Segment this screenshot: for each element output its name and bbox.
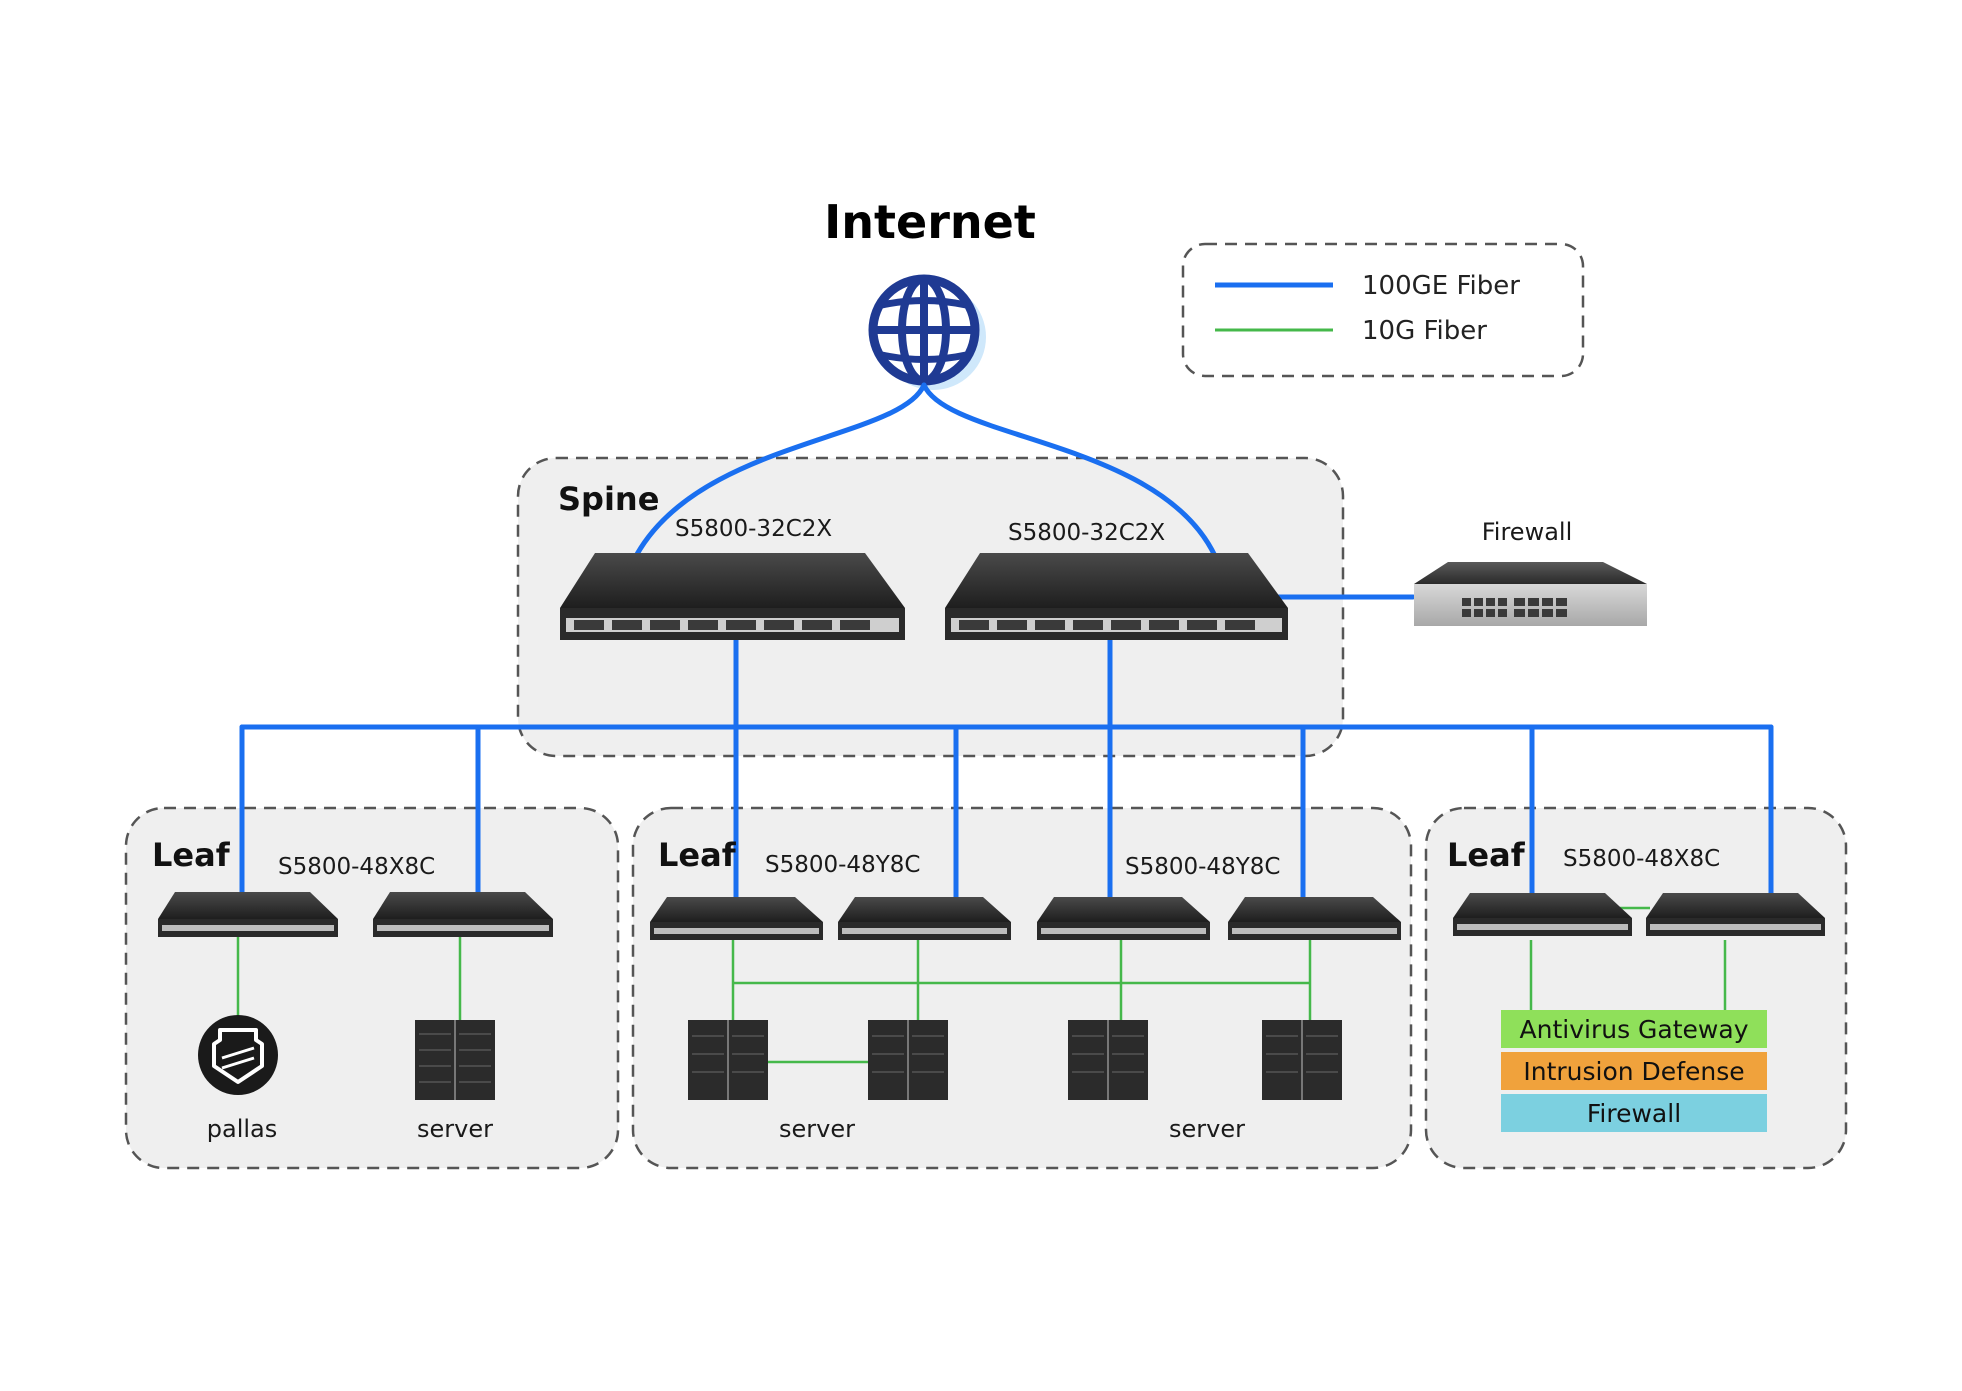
legend-10g-label: 10G Fiber xyxy=(1362,316,1487,346)
leaf-middle-model-1: S5800-48Y8C xyxy=(765,852,920,878)
firewall-appliance xyxy=(1414,562,1647,626)
fiber-10g-links xyxy=(236,906,1727,1064)
server-rack-icon xyxy=(868,1020,948,1100)
server-rack-icon xyxy=(688,1020,768,1100)
leaf-left-device-pallas: pallas xyxy=(207,1115,278,1143)
pallas-shield-icon xyxy=(198,1015,278,1095)
leaf-middle-switch-1 xyxy=(650,897,823,940)
leaf-middle-switch-2 xyxy=(838,897,1011,940)
leaf-middle-title: Leaf xyxy=(658,836,737,874)
firewall-band xyxy=(1501,1094,1767,1132)
leaf-middle-device-server-1: server xyxy=(779,1115,855,1143)
leaf-middle-model-2: S5800-48Y8C xyxy=(1125,854,1280,880)
spine-zone xyxy=(516,456,1345,758)
fiber-100ge-links xyxy=(239,382,1774,903)
server-rack-icon xyxy=(1262,1020,1342,1100)
leaf-left-model: S5800-48X8C xyxy=(278,854,435,880)
intrusion-defense-band xyxy=(1501,1052,1767,1090)
leaf-left-switch-1 xyxy=(158,892,338,937)
spine-switch-1-model: S5800-32C2X xyxy=(675,516,832,542)
legend: 100GE Fiber 10G Fiber xyxy=(1181,242,1585,378)
firewall-security-label: Firewall xyxy=(1587,1099,1681,1128)
firewall-label: Firewall xyxy=(1482,518,1573,546)
leaf-left-title: Leaf xyxy=(152,836,231,874)
legend-box xyxy=(1181,242,1585,378)
spine-switch-2 xyxy=(945,553,1288,640)
intrusion-defense-label: Intrusion Defense xyxy=(1523,1057,1744,1086)
leaf-left-device-server: server xyxy=(417,1115,493,1143)
leaf-right-model: S5800-48X8C xyxy=(1563,846,1720,872)
spine-switch-2-model: S5800-32C2X xyxy=(1008,520,1165,546)
leaf-zone-middle xyxy=(631,806,1413,1170)
spine-title: Spine xyxy=(558,480,659,518)
antivirus-gateway-band xyxy=(1501,1010,1767,1048)
leaf-right-switch-1 xyxy=(1453,893,1632,936)
leaf-right-title: Leaf xyxy=(1447,836,1526,874)
security-stack: Antivirus Gateway Intrusion Defense Fire… xyxy=(1501,1010,1767,1132)
antivirus-gateway-label: Antivirus Gateway xyxy=(1520,1015,1749,1044)
leaf-middle-device-server-2: server xyxy=(1169,1115,1245,1143)
leaf-middle-switch-4 xyxy=(1228,897,1401,940)
server-rack-icon xyxy=(415,1020,495,1100)
leaf-right-switch-2 xyxy=(1646,893,1825,936)
leaf-middle-switch-3 xyxy=(1037,897,1210,940)
globe-icon xyxy=(868,274,986,390)
server-rack-icon xyxy=(1068,1020,1148,1100)
internet-title: Internet xyxy=(824,195,1036,249)
leaf-left-switch-2 xyxy=(373,892,553,937)
spine-switch-1 xyxy=(560,553,905,640)
legend-100ge-label: 100GE Fiber xyxy=(1362,271,1520,301)
